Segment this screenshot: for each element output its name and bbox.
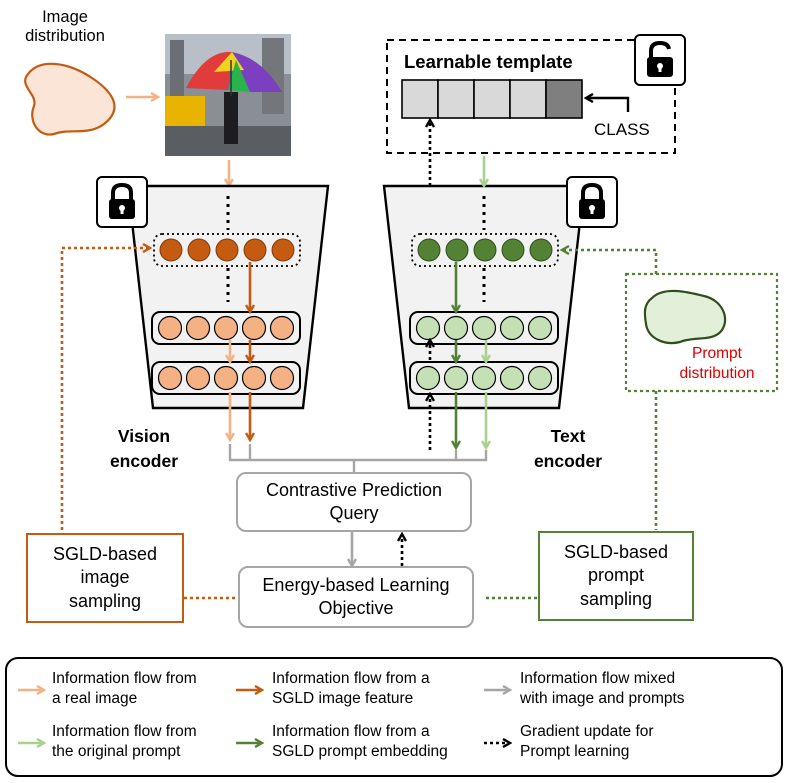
- vision-layer-row-1: [151, 311, 301, 345]
- image-distribution-blob: [24, 62, 116, 136]
- learnable-template-title: Learnable template: [404, 51, 573, 72]
- prompt-distribution-box: [624, 272, 779, 393]
- text-sgld-embedding-row: [411, 233, 559, 267]
- text-lock-icon: [566, 176, 618, 228]
- sgld-image-dotted-path: [60, 248, 150, 530]
- sgld-prompt-dotted-path-top: [562, 250, 658, 274]
- class-label: CLASS: [594, 120, 650, 139]
- vision-lock-icon: [96, 176, 148, 228]
- prompt-distribution-blob: [643, 289, 727, 345]
- unlock-icon: [634, 34, 686, 86]
- input-image: [165, 34, 291, 156]
- vision-sgld-feature-row: [153, 233, 301, 267]
- learnable-template-box: [386, 39, 676, 154]
- class-token-arrow: [586, 98, 630, 112]
- merge-lines: [228, 444, 488, 462]
- text-layer-row-1: [409, 311, 559, 345]
- template-token-cells: [401, 79, 583, 119]
- legend-box: [5, 657, 783, 777]
